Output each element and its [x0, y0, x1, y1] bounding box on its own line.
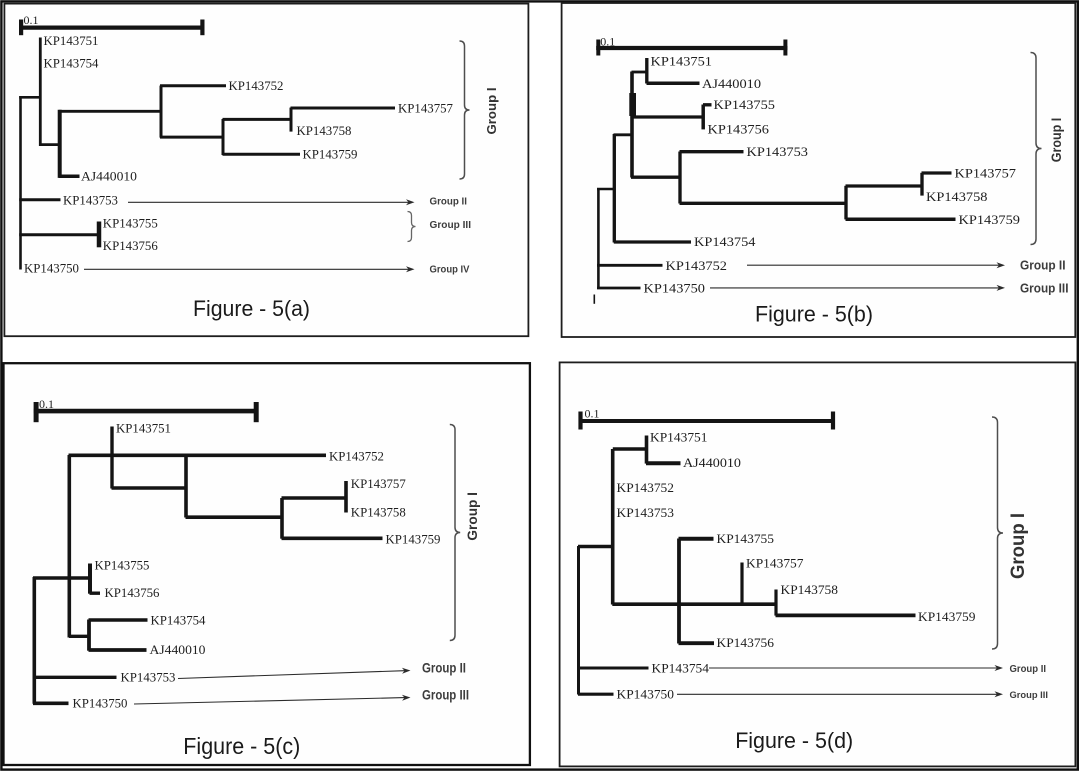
svg-text:KP143751: KP143751: [116, 422, 171, 436]
svg-text:KP143756: KP143756: [105, 586, 160, 600]
svg-text:KP143754: KP143754: [652, 661, 710, 675]
svg-text:KP143752: KP143752: [617, 481, 675, 495]
svg-text:Group I: Group I: [484, 88, 499, 135]
svg-text:KP143752: KP143752: [229, 79, 284, 93]
svg-text:KP143755: KP143755: [717, 532, 775, 546]
svg-text:KP143754: KP143754: [694, 234, 756, 249]
svg-text:KP143756: KP143756: [708, 121, 770, 136]
svg-text:AJ440010: AJ440010: [683, 456, 741, 470]
svg-text:KP143750: KP143750: [644, 281, 706, 296]
svg-text:KP143754: KP143754: [44, 57, 99, 71]
svg-text:AJ440010: AJ440010: [81, 170, 137, 184]
svg-text:KP143759: KP143759: [918, 610, 976, 624]
svg-text:KP143755: KP143755: [95, 559, 150, 573]
svg-text:KP143753: KP143753: [121, 671, 176, 685]
svg-text:Group III: Group III: [1020, 281, 1069, 296]
svg-text:0.1: 0.1: [600, 35, 615, 49]
svg-text:KP143753: KP143753: [747, 144, 809, 159]
svg-text:Group I: Group I: [1008, 513, 1029, 579]
svg-text:KP143751: KP143751: [650, 431, 708, 445]
svg-text:Group IV: Group IV: [430, 264, 470, 275]
svg-text:KP143757: KP143757: [351, 477, 406, 491]
svg-text:Figure - 5(d): Figure - 5(d): [735, 728, 853, 753]
svg-text:KP143752: KP143752: [329, 449, 384, 463]
svg-text:KP143758: KP143758: [781, 583, 839, 597]
svg-text:KP143756: KP143756: [103, 239, 158, 253]
svg-text:KP143754: KP143754: [151, 613, 206, 627]
svg-text:Group III: Group III: [422, 688, 469, 703]
svg-text:KP143751: KP143751: [651, 54, 713, 69]
svg-text:KP143759: KP143759: [959, 212, 1021, 227]
svg-text:Group II: Group II: [1020, 258, 1066, 273]
svg-text:KP143752: KP143752: [666, 258, 728, 273]
svg-text:Figure - 5(a): Figure - 5(a): [193, 296, 310, 321]
svg-text:Group I: Group I: [1049, 118, 1064, 163]
svg-text:Figure - 5(b): Figure - 5(b): [755, 302, 873, 327]
svg-text:Group III: Group III: [1010, 690, 1049, 701]
svg-text:KP143750: KP143750: [73, 697, 128, 711]
svg-text:KP143757: KP143757: [746, 557, 804, 571]
svg-text:0.1: 0.1: [585, 407, 600, 421]
svg-text:AJ440010: AJ440010: [702, 76, 761, 91]
svg-text:Group II: Group II: [1010, 664, 1047, 675]
svg-text:KP143759: KP143759: [386, 532, 441, 546]
svg-text:AJ440010: AJ440010: [150, 643, 206, 657]
svg-text:Group II: Group II: [422, 661, 466, 676]
svg-text:Group III: Group III: [430, 220, 472, 231]
svg-text:KP143753: KP143753: [63, 194, 118, 208]
svg-text:Group I: Group I: [465, 492, 480, 541]
svg-text:KP143757: KP143757: [955, 166, 1017, 181]
svg-text:Figure - 5(c): Figure - 5(c): [183, 733, 300, 759]
svg-text:0.1: 0.1: [24, 13, 39, 27]
svg-text:KP143758: KP143758: [926, 189, 988, 204]
svg-text:KP143751: KP143751: [44, 34, 99, 48]
svg-text:KP143758: KP143758: [297, 124, 352, 138]
svg-text:KP143757: KP143757: [398, 102, 453, 116]
svg-text:KP143750: KP143750: [617, 687, 675, 701]
svg-text:Group II: Group II: [430, 196, 468, 207]
svg-text:KP143759: KP143759: [303, 148, 358, 162]
svg-text:KP143753: KP143753: [617, 506, 675, 520]
svg-text:KP143758: KP143758: [351, 505, 406, 519]
svg-text:KP143755: KP143755: [714, 97, 776, 112]
svg-text:KP143750: KP143750: [24, 262, 79, 276]
svg-text:KP143755: KP143755: [103, 216, 158, 230]
svg-text:0.1: 0.1: [39, 397, 54, 411]
svg-text:KP143756: KP143756: [717, 636, 775, 650]
